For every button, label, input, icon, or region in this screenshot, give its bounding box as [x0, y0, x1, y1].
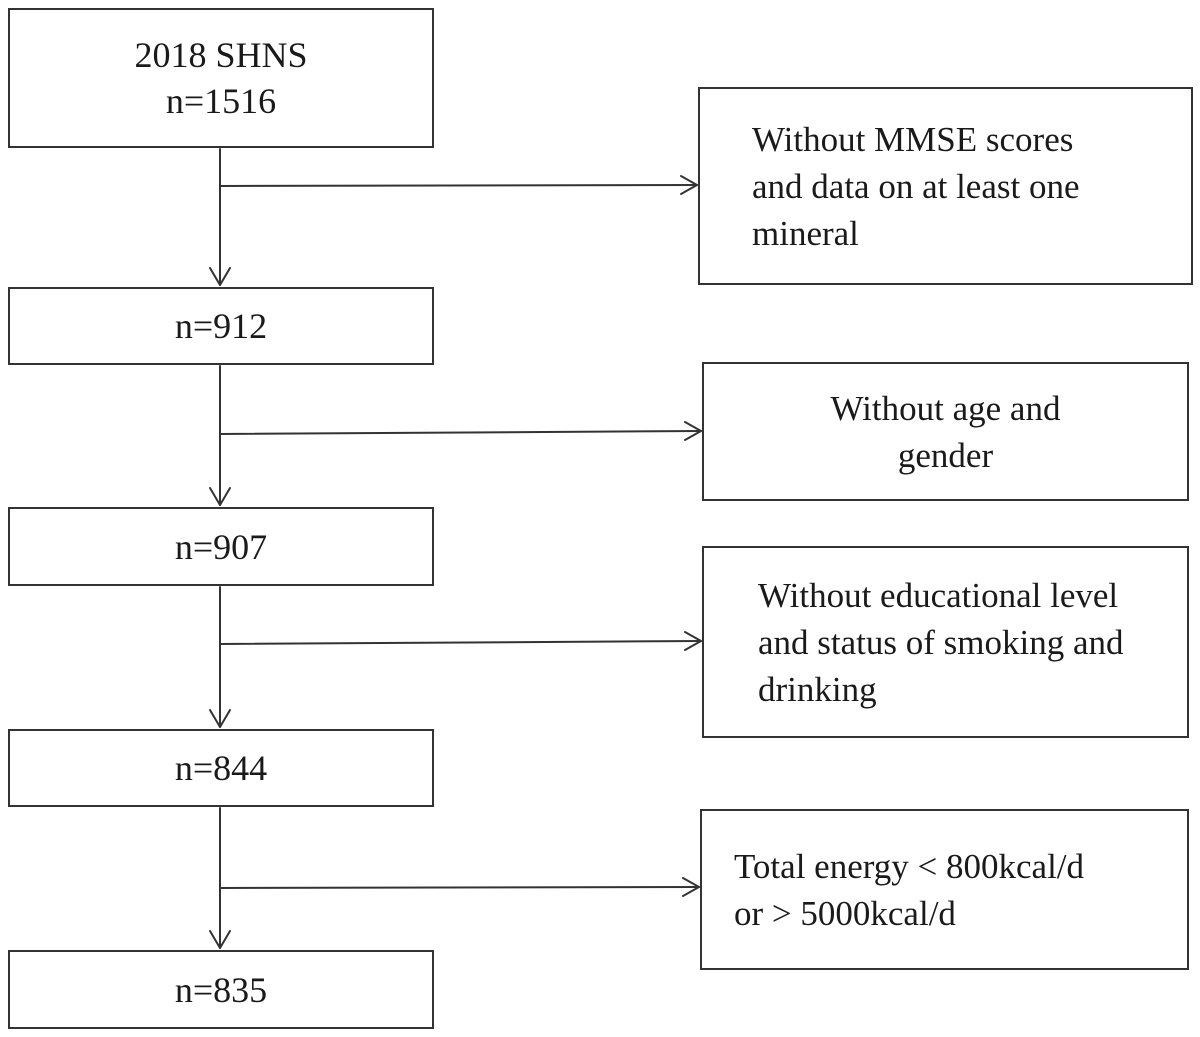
down-arrow-4-head	[209, 930, 231, 949]
exclusion-1-line-3: mineral	[752, 213, 859, 253]
down-arrow-2-head	[209, 487, 231, 506]
exclusion-4-line-2: or > 5000kcal/d	[734, 893, 956, 933]
branch-arrow-2-shaft	[219, 430, 702, 435]
exclusion-2-line-1: Without age and	[830, 388, 1061, 428]
branch-arrow-4-shaft	[219, 886, 700, 889]
step2-box: n=907	[8, 507, 434, 586]
exclusion-4-line-1: Total energy < 800kcal/d	[734, 846, 1085, 886]
exclusion-box-3: Without educational level and status of …	[702, 546, 1189, 738]
exclusion-3-line-2: and status of smoking and	[758, 622, 1124, 662]
step1-box: n=912	[8, 287, 434, 365]
step3-box: n=844	[8, 729, 434, 807]
exclusion-box-2: Without age and gender	[702, 362, 1189, 501]
branch-arrow-3-head	[684, 631, 702, 651]
start-box: 2018 SHNS n=1516	[8, 8, 434, 148]
exclusion-3-line-1: Without educational level	[758, 575, 1119, 615]
final-box: n=835	[8, 950, 434, 1029]
exclusion-1-line-2: and data on at least one	[752, 166, 1080, 206]
branch-arrow-1-shaft	[219, 184, 698, 187]
down-arrow-1-head	[209, 267, 231, 286]
exclusion-3-line-3: drinking	[758, 669, 877, 709]
branch-arrow-4-head	[682, 877, 700, 897]
final-count: n=835	[174, 969, 268, 1010]
branch-arrow-1-head	[680, 175, 698, 195]
branch-arrow-3-shaft	[219, 640, 702, 645]
step2-count: n=907	[174, 526, 268, 567]
exclusion-box-1: Without MMSE scores and data on at least…	[698, 87, 1193, 285]
down-arrow-3-head	[209, 709, 231, 728]
start-box-count: n=1516	[165, 81, 277, 121]
exclusion-box-4: Total energy < 800kcal/d or > 5000kcal/d	[700, 809, 1189, 970]
exclusion-2-line-2: gender	[897, 435, 994, 475]
step1-count: n=912	[174, 306, 268, 346]
branch-arrow-2-head	[684, 421, 702, 441]
exclusion-1-line-1: Without MMSE scores	[752, 119, 1074, 159]
start-box-title: 2018 SHNS	[134, 35, 308, 75]
step3-count: n=844	[174, 748, 268, 788]
